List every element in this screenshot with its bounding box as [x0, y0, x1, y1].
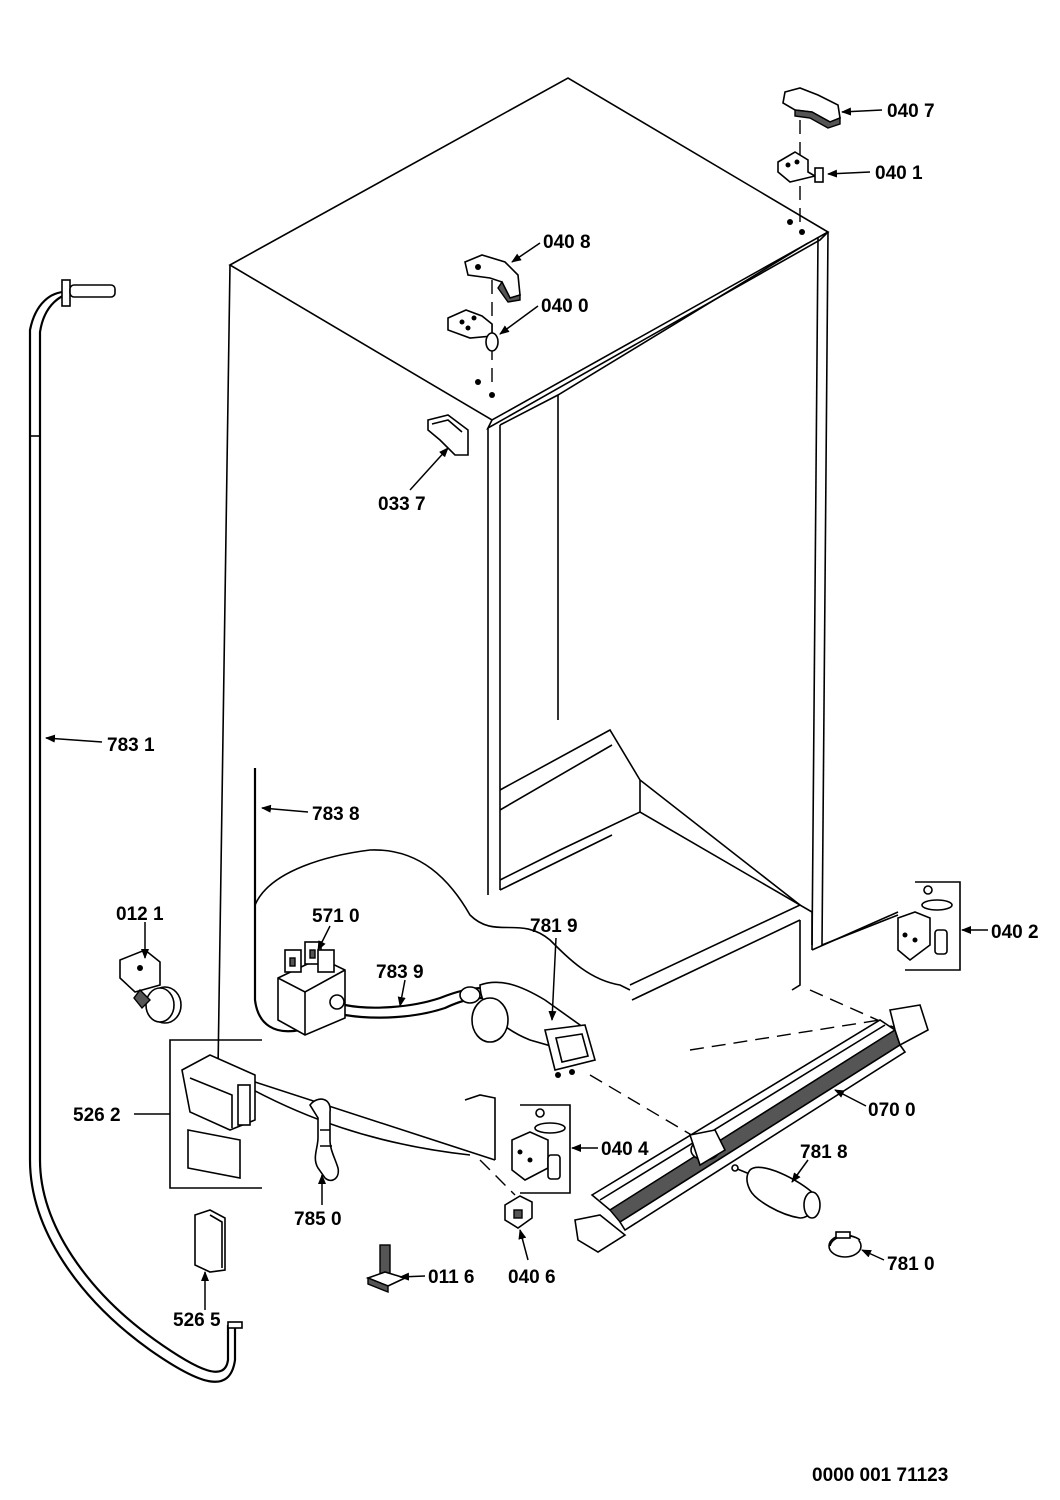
leader-040-1: [827, 169, 871, 178]
part-781-8-cylinder: [731, 1164, 821, 1219]
leader-040-7: [841, 107, 883, 116]
leader-070-0: [834, 1089, 867, 1107]
leader-040-0: [499, 305, 539, 335]
part-040-6-clamp: [504, 1195, 533, 1229]
part-033-7-recess: [427, 414, 469, 456]
label-040-2: 040 2: [991, 922, 1039, 943]
label-033-7: 033 7: [378, 494, 426, 515]
part-783-8-tube: [253, 768, 301, 1033]
part-526-2-control-box: [169, 1039, 262, 1189]
part-526-5-cover: [194, 1209, 226, 1273]
part-783-1-water-pipe: [28, 279, 243, 1383]
label-040-8: 040 8: [543, 232, 591, 253]
leader-033-7: [409, 447, 449, 491]
label-571-0: 571 0: [312, 906, 360, 927]
leader-781-8: [791, 1159, 809, 1183]
label-781-0: 781 0: [887, 1254, 935, 1275]
label-526-2: 526 2: [73, 1105, 121, 1126]
part-781-9-filter-housing: [459, 981, 596, 1078]
label-781-9: 781 9: [530, 916, 578, 937]
part-040-2-bottom-hinge: [897, 881, 961, 971]
label-783-8: 783 8: [312, 804, 360, 825]
part-040-8-hinge-cover: [464, 254, 521, 303]
part-012-1-caster: [119, 949, 182, 1024]
leader-781-9: [548, 937, 557, 1021]
label-785-0: 785 0: [294, 1209, 342, 1230]
leader-781-0: [861, 1249, 885, 1261]
label-040-6: 040 6: [508, 1267, 556, 1288]
leader-783-1: [45, 734, 103, 743]
label-011-6: 011 6: [428, 1267, 475, 1288]
label-040-7: 040 7: [887, 101, 935, 122]
label-040-1: 040 1: [875, 163, 923, 184]
leader-040-6: [518, 1229, 529, 1261]
leader-011-6: [399, 1272, 426, 1281]
part-785-0-drain-hose: [309, 1098, 340, 1182]
label-781-8: 781 8: [800, 1142, 848, 1163]
part-040-1-hinge-bracket: [777, 151, 824, 183]
part-011-6-leveling-foot: [365, 1244, 408, 1294]
reference-number: 0000 001 71123: [812, 1465, 948, 1486]
label-012-1: 012 1: [116, 904, 164, 925]
label-526-5: 526 5: [173, 1310, 221, 1331]
part-040-4-bottom-hinge: [511, 1104, 571, 1194]
leader-040-8: [511, 242, 541, 263]
part-571-0-water-valve: [277, 941, 346, 1036]
leader-571-0: [317, 925, 331, 951]
label-783-9: 783 9: [376, 962, 424, 983]
part-781-0-knob: [828, 1231, 862, 1258]
label-040-0: 040 0: [541, 296, 589, 317]
label-783-1: 783 1: [107, 735, 155, 756]
part-040-7-hinge-cover: [782, 87, 841, 129]
leader-783-9: [397, 979, 406, 1007]
label-070-0: 070 0: [868, 1100, 916, 1121]
part-040-0-hinge-bracket: [447, 309, 499, 352]
label-040-4: 040 4: [601, 1139, 649, 1160]
cabinet: [217, 77, 899, 1161]
leader-783-8: [261, 804, 309, 813]
part-070-0-kickplate: [574, 1004, 929, 1253]
